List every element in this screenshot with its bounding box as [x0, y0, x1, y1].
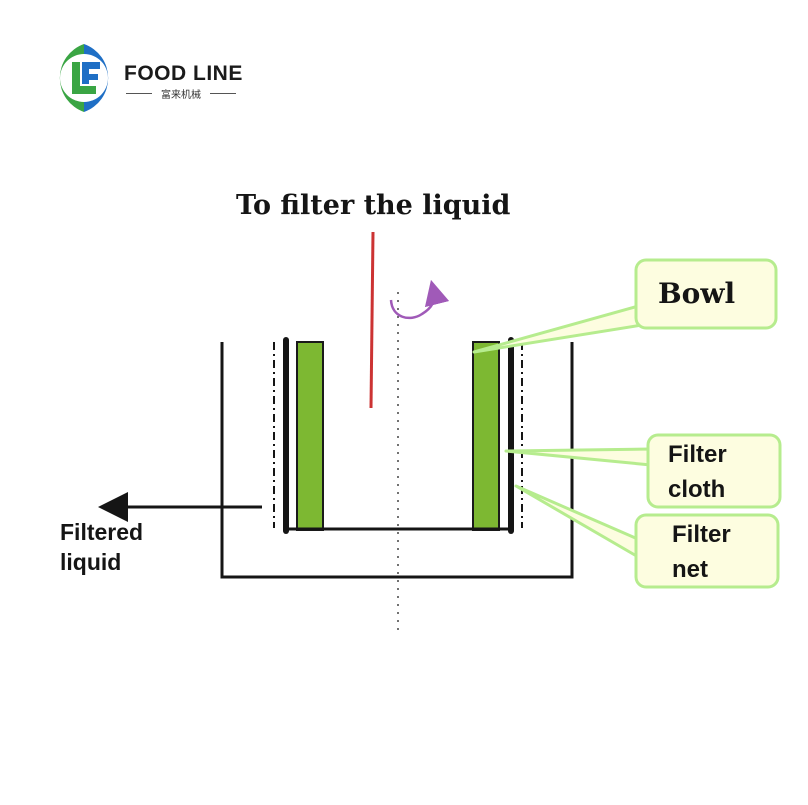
bowl-callout-box [634, 258, 778, 330]
rotation-arrow-icon [389, 279, 450, 320]
filter-cloth-callout-pointer [504, 447, 653, 467]
filter-cloth-callout-box [646, 433, 782, 509]
brand-name: FOOD LINE [124, 62, 243, 85]
filter-net-callout-box [634, 513, 780, 589]
filter-cloth-right [472, 341, 500, 531]
filtered-liquid-line2: liquid [60, 548, 122, 575]
filter-cloth-left [296, 341, 324, 531]
filter-net-line2: net [672, 556, 708, 583]
bowl-label: Bowl [658, 277, 736, 310]
brand-subtitle: 富来机械 [124, 86, 238, 101]
outer-housing [220, 342, 574, 579]
filtered-liquid-label: Filtered liquid [60, 518, 143, 578]
filter-cloth-line1: Filter [668, 441, 727, 468]
filter-net-label: Filter net [672, 517, 731, 587]
filter-cloth-line2: cloth [668, 476, 726, 503]
filter-net-line1: Filter [672, 521, 731, 548]
feed-pipe [369, 231, 375, 409]
brand-logo-icon [59, 44, 109, 112]
filtered-liquid-line1: Filtered [60, 519, 144, 545]
bowl-callout-pointer [472, 303, 644, 354]
filter-cloth-label: Filter cloth [668, 437, 727, 507]
diagram-title: To filter the liquid [236, 190, 511, 221]
filter-net-callout-pointer [514, 484, 642, 560]
